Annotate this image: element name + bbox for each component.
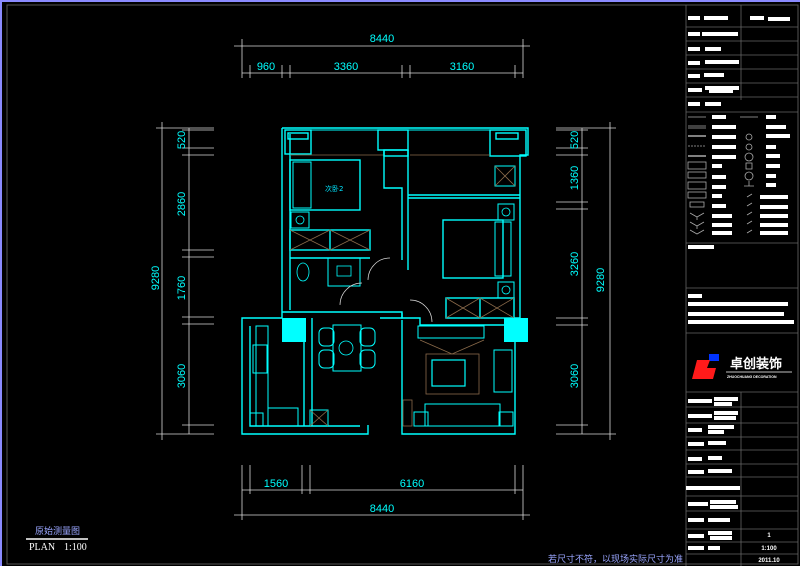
right-dimensions	[556, 122, 616, 440]
structural-column-left	[282, 318, 306, 342]
dim-top-seg-2: 3360	[334, 61, 358, 73]
dim-left-seg-1: 520	[176, 131, 188, 149]
dim-top-seg-3: 3160	[450, 61, 474, 73]
title-block-labels	[686, 16, 794, 550]
drawing-title-en: PLAN	[29, 542, 55, 553]
dim-right-total: 9280	[595, 268, 607, 292]
logo-red-block	[692, 360, 716, 379]
dim-top-total: 8440	[370, 33, 394, 45]
dim-bottom-seg-2: 6160	[400, 478, 424, 490]
title-block	[685, 5, 798, 566]
sheet-date: 2011.10	[758, 558, 780, 564]
structural-column-right	[504, 318, 528, 342]
room-label-bedroom-2: 次卧2	[325, 184, 343, 193]
dim-right-seg-4: 3060	[569, 364, 581, 388]
dim-right-seg-3: 3260	[569, 252, 581, 276]
dim-left-seg-2: 2860	[176, 192, 188, 216]
dim-left-seg-4: 3060	[176, 364, 188, 388]
left-dimensions	[156, 122, 214, 440]
logo-text: 卓创装饰	[730, 356, 782, 372]
top-dimensions	[234, 39, 530, 78]
logo-blue-block	[709, 354, 719, 361]
legend-symbols	[687, 116, 758, 235]
wardrobe-hatching	[289, 165, 516, 427]
dim-left-total: 9280	[150, 266, 162, 290]
dimension-note: 若尺寸不符，以现场实际尺寸为准	[548, 553, 683, 565]
dim-right-seg-2: 1360	[569, 166, 581, 190]
dim-left-seg-3: 1760	[176, 276, 188, 300]
dim-bottom-total: 8440	[370, 503, 394, 515]
drawing-title-cn: 原始测量图	[35, 525, 80, 537]
sheet-scale: 1:100	[761, 546, 777, 552]
dim-bottom-seg-1: 1560	[264, 478, 288, 490]
sheet-number: 1	[767, 533, 771, 539]
dim-right-seg-1: 520	[569, 131, 581, 149]
floor-plan	[241, 127, 529, 435]
dim-top-seg-1: 960	[257, 61, 275, 73]
logo-subtext: ZHUOCHUANG DECORATION	[727, 375, 777, 379]
company-logo: 卓创装饰 ZHUOCHUANG DECORATION	[692, 354, 792, 379]
drawing-scale: 1:100	[64, 542, 87, 553]
bottom-dimensions	[234, 465, 530, 520]
